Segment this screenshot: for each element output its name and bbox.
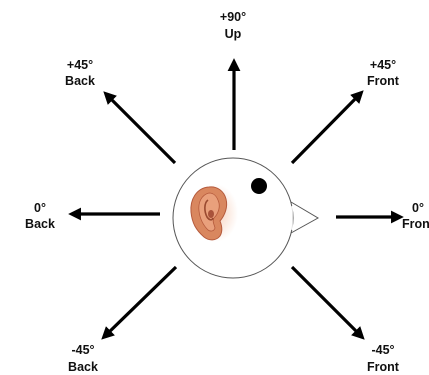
label-back-level-text: Back [25, 217, 55, 231]
label-front-down-angle: -45° [371, 343, 394, 357]
label-back-up-text: Back [65, 74, 95, 88]
beak-triangle [291, 202, 318, 233]
arrow-front-up [292, 93, 361, 163]
label-front-up-text: Front [367, 74, 400, 88]
label-up-angle: +90° [220, 10, 246, 24]
label-up-text: Up [225, 27, 242, 41]
arrow-back-up [106, 94, 175, 163]
label-back-down-text: Back [68, 360, 98, 374]
label-front-down-text: Front [367, 360, 400, 374]
label-front-level-text: Front [402, 217, 429, 231]
label-front-up-angle: +45° [370, 58, 396, 72]
label-back-up-angle: +45° [67, 58, 93, 72]
label-front-level-angle: 0° [412, 201, 424, 215]
label-back-down-angle: -45° [71, 343, 94, 357]
label-back-level-angle: 0° [34, 201, 46, 215]
eye-dot [251, 178, 267, 194]
arrow-back-down [104, 267, 176, 337]
arrow-front-down [292, 267, 362, 337]
